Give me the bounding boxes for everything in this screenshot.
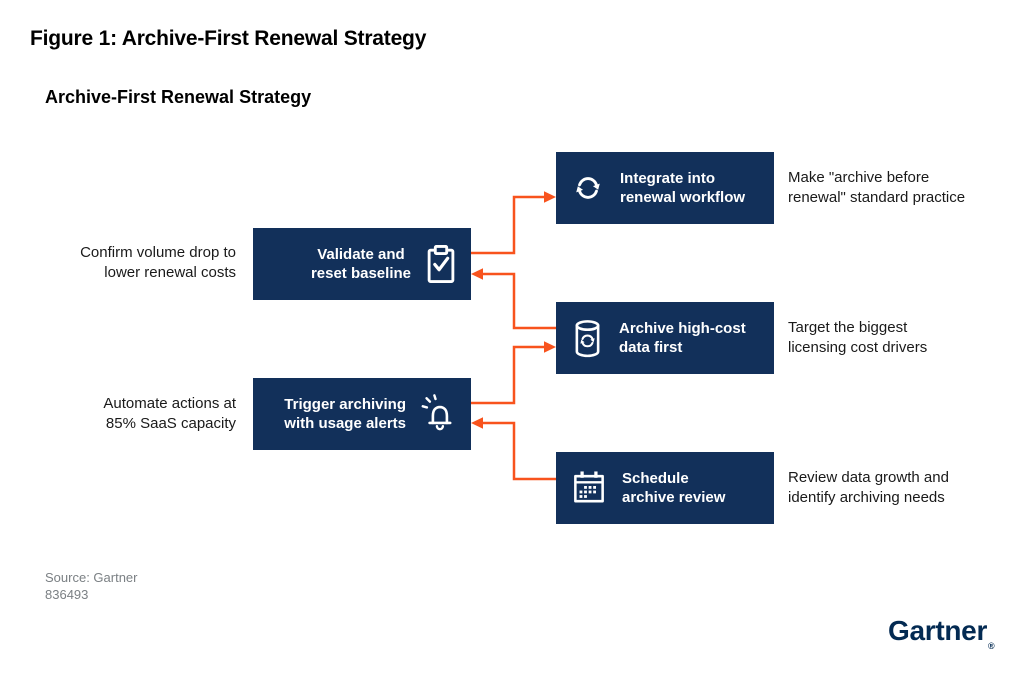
connector-trigger-to-archive (471, 341, 556, 405)
annotation-schedule: Review data growth and identify archivin… (788, 469, 949, 506)
connector-validate-to-integrate (471, 191, 556, 255)
diagram-title: Archive-First Renewal Strategy (45, 87, 312, 107)
gartner-logo-text: Gartner (888, 615, 988, 646)
source-note: Source: Gartner 836493 (45, 569, 138, 603)
connector-schedule-to-trigger (471, 417, 556, 481)
step-label-validate: Validate and reset baseline (310, 246, 411, 282)
step-label-schedule: Schedule archive review (622, 470, 726, 506)
connector-archive-to-validate (471, 268, 556, 330)
step-box-trigger: Trigger archiving with usage alerts (253, 378, 471, 450)
step-box-validate: Validate and reset baseline (253, 228, 471, 300)
step-label-trigger: Trigger archiving with usage alerts (284, 396, 406, 432)
annotation-archive: Target the biggest licensing cost driver… (788, 319, 928, 356)
annotation-validate: Confirm volume drop to lower renewal cos… (80, 244, 236, 281)
annotation-trigger: Automate actions at 85% SaaS capacity (103, 395, 236, 432)
step-label-integrate: Integrate into renewal workflow (620, 170, 746, 206)
step-box-schedule: Schedule archive review (556, 452, 774, 524)
figure-title: Figure 1: Archive-First Renewal Strategy (30, 27, 427, 50)
document-id: 836493 (45, 587, 89, 602)
database-sync-icon (569, 317, 606, 360)
step-box-integrate: Integrate into renewal workflow (556, 152, 774, 224)
annotation-integrate: Make "archive before renewal" standard p… (788, 169, 966, 206)
bell-alert-icon (417, 393, 460, 436)
calendar-icon (569, 467, 609, 509)
step-label-archive: Archive high-cost data first (619, 320, 746, 356)
registered-mark: ® (988, 641, 995, 651)
clipboard-check-icon (422, 242, 460, 286)
sync-icon (569, 169, 607, 207)
source-line: Source: Gartner (45, 570, 138, 585)
step-box-archive: Archive high-cost data first (556, 302, 774, 374)
gartner-logo: Gartner® (888, 615, 995, 651)
